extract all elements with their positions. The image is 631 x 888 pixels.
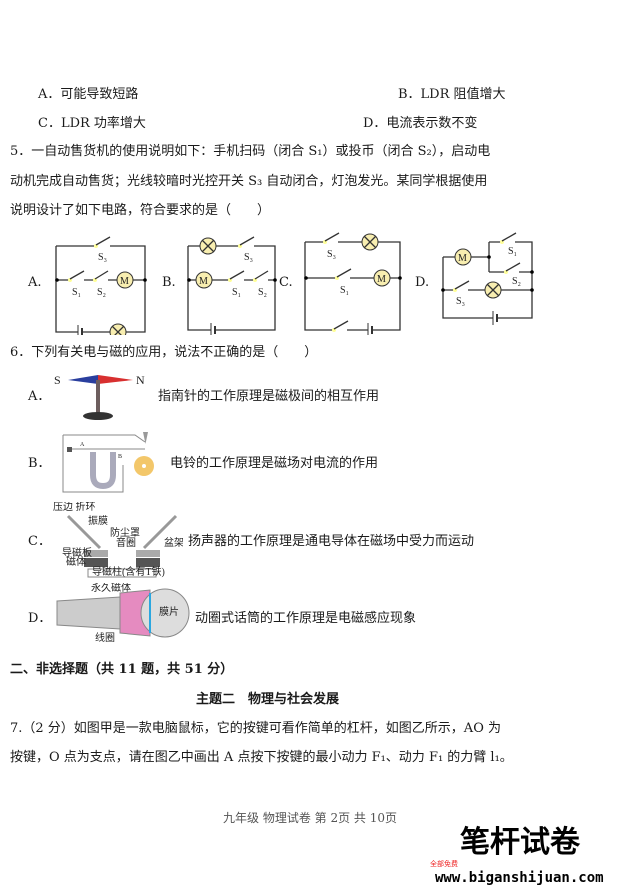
circuit-a: S₃ M S₁ S₂ bbox=[55, 236, 147, 335]
q5-option-d-label: D. bbox=[415, 275, 430, 290]
q4-option-c: C．LDR 功率增大 bbox=[38, 116, 146, 131]
circuit-b: S₃ M S₁ S₂ bbox=[187, 236, 277, 335]
watermark-url: www.biganshijuan.com bbox=[435, 870, 604, 886]
q7-stem-line1: 7.（2 分）如图甲是一款电脑鼠标，它的按键可看作简单的杠杆，如图乙所示，AO … bbox=[10, 721, 501, 736]
section-heading: 二、非选择题（共 11 题，共 51 分） bbox=[10, 662, 234, 677]
q6-option-b-text: 电铃的工作原理是磁场对电流的作用 bbox=[170, 456, 379, 471]
svg-text:音圈: 音圈 bbox=[116, 536, 136, 549]
svg-text:S₃: S₃ bbox=[456, 296, 465, 307]
q4-option-d: D．电流表示数不变 bbox=[363, 116, 478, 131]
svg-text:M: M bbox=[120, 276, 129, 287]
svg-text:S₃: S₃ bbox=[327, 249, 336, 260]
svg-text:S₁: S₁ bbox=[232, 287, 241, 298]
svg-text:S₃: S₃ bbox=[244, 252, 253, 263]
watermark-title: 笔杆试卷 bbox=[460, 825, 580, 860]
svg-text:M: M bbox=[199, 276, 208, 287]
q6-stem: 6．下列有关电与磁的应用，说法不正确的是（ ） bbox=[10, 345, 318, 360]
svg-text:S₁: S₁ bbox=[72, 287, 81, 298]
speaker-figure: 压边 折环 振膜 防尘罩 音圈 盆架 导磁板 磁体 导磁柱(含有T铁) bbox=[53, 502, 183, 578]
q5-option-c-label: C. bbox=[279, 275, 293, 290]
q6-option-d-text: 动圈式话筒的工作原理是电磁感应现象 bbox=[195, 611, 417, 626]
svg-text:膜片: 膜片 bbox=[159, 605, 179, 618]
svg-text:S₂: S₂ bbox=[97, 287, 106, 298]
compass-needle-figure: S N bbox=[54, 373, 145, 420]
svg-text:S₂: S₂ bbox=[258, 287, 267, 298]
q6-option-c-text: 扬声器的工作原理是通电导体在磁场中受力而运动 bbox=[188, 534, 475, 549]
q6-option-a-text: 指南针的工作原理是磁极间的相互作用 bbox=[158, 389, 380, 404]
q6-option-a-label: A． bbox=[28, 389, 51, 404]
svg-text:永久磁体: 永久磁体 bbox=[91, 583, 131, 594]
q6-option-d-label: D． bbox=[28, 611, 52, 626]
q5-stem-line2: 动机完成自动售货；光线较暗时光控开关 S₃ 自动闭合，灯泡发光。某同学根据使用 bbox=[10, 174, 488, 189]
svg-text:导磁柱(含有T铁): 导磁柱(含有T铁) bbox=[92, 565, 165, 578]
svg-text:盆架: 盆架 bbox=[164, 536, 183, 549]
svg-text:S₂: S₂ bbox=[512, 276, 521, 287]
q6-option-c-label: C． bbox=[28, 534, 51, 549]
watermark-logo: 笔杆试卷 全部免费 www.biganshijuan.com bbox=[430, 825, 610, 887]
dynamic-microphone-figure: 永久磁体 膜片 线圈 bbox=[56, 583, 190, 643]
q4-option-b: B．LDR 阻值增大 bbox=[398, 87, 506, 102]
svg-text:B: B bbox=[118, 454, 122, 460]
q5-circuit-diagrams: S₃ M S₁ S₂ S₃ M S₁ S₂ S₃ M S₁ S₂ M S₁ S₂ bbox=[55, 232, 534, 335]
svg-text:磁体: 磁体 bbox=[66, 555, 86, 568]
circuit-c: S₃ M S₁ S₂ bbox=[304, 232, 402, 335]
svg-text:振膜: 振膜 bbox=[88, 514, 108, 527]
electric-bell-figure: A B bbox=[62, 432, 154, 493]
svg-text:线圈: 线圈 bbox=[95, 631, 115, 643]
q5-stem-line3: 说明设计了如下电路，符合要求的是（ ） bbox=[10, 203, 271, 218]
circuit-d: M S₁ S₂ S₃ bbox=[441, 232, 534, 325]
svg-text:M: M bbox=[377, 274, 386, 285]
q7-stem-line2: 按键，O 点为支点，请在图乙中画出 A 点按下按键的最小动力 F₁、动力 F₁ … bbox=[10, 750, 513, 765]
svg-text:压边 折环: 压边 折环 bbox=[53, 502, 96, 513]
q5-stem-line1: 5．一自动售货机的使用说明如下：手机扫码（闭合 S₁）或投币（闭合 S₂），启动… bbox=[10, 144, 491, 159]
svg-text:导磁板: 导磁板 bbox=[62, 546, 92, 559]
svg-text:M: M bbox=[458, 253, 467, 264]
svg-text:防尘罩: 防尘罩 bbox=[110, 526, 140, 539]
svg-text:S₃: S₃ bbox=[98, 252, 107, 263]
svg-text:A: A bbox=[80, 442, 85, 448]
theme-heading: 主题二 物理与社会发展 bbox=[196, 692, 340, 707]
svg-text:S₁: S₁ bbox=[340, 285, 349, 296]
svg-text:S: S bbox=[54, 373, 61, 387]
page-footer: 九年级 物理试卷 第 2页 共 10页 bbox=[223, 811, 397, 825]
q4-option-a: A．可能导致短路 bbox=[38, 87, 139, 102]
q5-option-a-label: A. bbox=[28, 275, 42, 290]
svg-text:N: N bbox=[136, 373, 145, 387]
svg-text:S₁: S₁ bbox=[508, 246, 517, 257]
watermark-tag: 全部免费 bbox=[430, 860, 458, 868]
q5-option-b-label: B. bbox=[162, 275, 176, 290]
q6-option-b-label: B． bbox=[28, 456, 51, 471]
